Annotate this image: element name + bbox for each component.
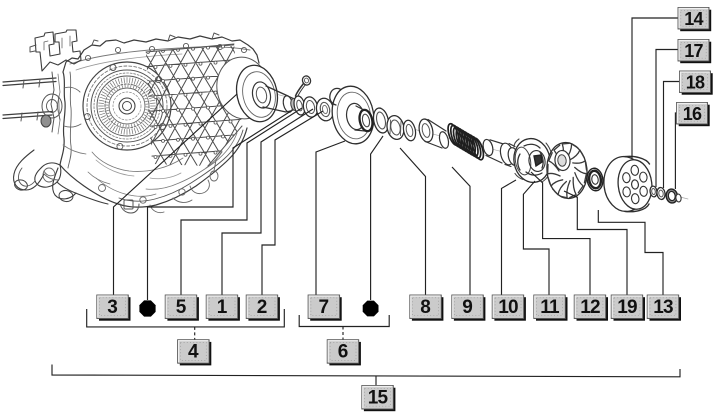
svg-text:19: 19	[617, 297, 637, 318]
svg-text:12: 12	[580, 297, 600, 318]
svg-text:1: 1	[217, 297, 228, 318]
svg-text:10: 10	[498, 297, 518, 318]
svg-text:17: 17	[684, 41, 703, 61]
svg-text:16: 16	[683, 104, 702, 124]
svg-text:8: 8	[420, 297, 431, 318]
svg-text:9: 9	[462, 297, 473, 318]
svg-text:6: 6	[338, 342, 349, 363]
svg-text:15: 15	[368, 388, 389, 409]
svg-text:7: 7	[319, 297, 330, 318]
svg-text:14: 14	[684, 9, 703, 29]
svg-text:2: 2	[257, 297, 268, 318]
svg-text:3: 3	[107, 297, 118, 318]
svg-text:18: 18	[686, 73, 705, 93]
svg-text:5: 5	[176, 297, 187, 318]
svg-text:13: 13	[653, 297, 673, 318]
svg-text:11: 11	[540, 297, 560, 318]
svg-text:4: 4	[188, 342, 199, 363]
